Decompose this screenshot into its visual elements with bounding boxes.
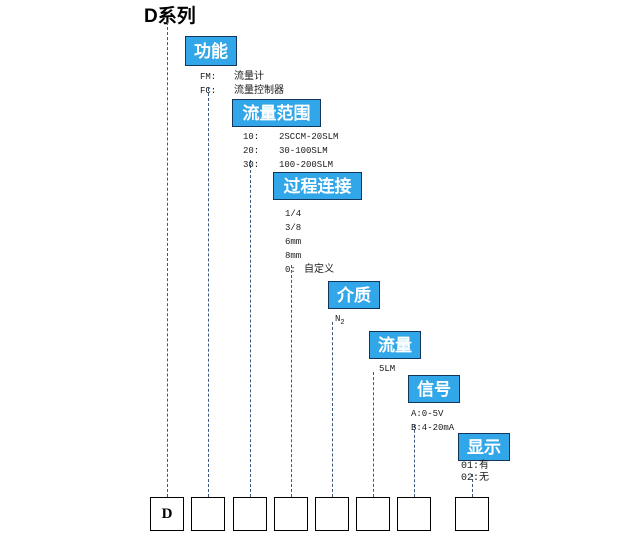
option-list-medium: N2 bbox=[335, 312, 345, 330]
option-code: FM: bbox=[200, 72, 217, 82]
option-list-process-connection: 1/4 3/8 6mm 8mm 0: 自定义 bbox=[285, 207, 334, 277]
option-list-flow-range: 10: 2SCCM-20SLM 20: 30-100SLM 30: 100-200SL… bbox=[243, 130, 338, 172]
option-list-signal: A:0-5V B:4-20mA bbox=[411, 407, 454, 435]
category-box-flow[interactable]: 流量 bbox=[369, 331, 421, 359]
category-box-display[interactable]: 显示 bbox=[458, 433, 510, 461]
category-box-flow-range[interactable]: 流量范围 bbox=[232, 99, 321, 127]
category-label-signal: 信号 bbox=[417, 379, 451, 399]
connector-line-5 bbox=[332, 322, 333, 497]
option-code: 20: bbox=[243, 146, 260, 156]
category-label-flow: 流量 bbox=[378, 335, 412, 355]
page-title: D系列 bbox=[144, 6, 196, 27]
connector-line-4 bbox=[291, 265, 292, 497]
option-code: 0: bbox=[285, 265, 296, 275]
option-desc: 流量控制器 bbox=[234, 85, 284, 96]
code-cell[interactable] bbox=[356, 497, 390, 531]
code-cell[interactable]: D bbox=[150, 497, 184, 531]
option-row: N2 bbox=[335, 312, 345, 330]
option-code: 01:有 bbox=[461, 461, 490, 472]
connector-line-2 bbox=[208, 88, 209, 497]
option-code: 30: bbox=[243, 160, 260, 170]
option-row: 0: 自定义 bbox=[285, 263, 334, 277]
option-desc: 30-100SLM bbox=[279, 146, 328, 156]
option-row: 20: 30-100SLM bbox=[243, 144, 338, 158]
category-label-process-connection: 过程连接 bbox=[283, 176, 352, 196]
connector-line-3 bbox=[250, 160, 251, 497]
option-row: 6mm bbox=[285, 235, 334, 249]
option-row: FM: 流量计 bbox=[200, 70, 284, 84]
option-code: 10: bbox=[243, 132, 260, 142]
option-row: 30: 100-200SLM bbox=[243, 158, 338, 172]
code-cell[interactable] bbox=[315, 497, 349, 531]
option-desc: 自定义 bbox=[304, 264, 334, 275]
category-label-flow-range: 流量范围 bbox=[242, 103, 311, 123]
category-label-medium: 介质 bbox=[337, 285, 371, 305]
option-row: 5LM bbox=[379, 362, 395, 376]
code-cell[interactable] bbox=[274, 497, 308, 531]
option-code: 5LM bbox=[379, 364, 396, 374]
category-box-process-connection[interactable]: 过程连接 bbox=[273, 172, 362, 200]
category-box-function[interactable]: 功能 bbox=[185, 36, 237, 66]
option-code: FC: bbox=[200, 86, 217, 96]
option-row: 8mm bbox=[285, 249, 334, 263]
code-cell[interactable] bbox=[233, 497, 267, 531]
option-row: 10: 2SCCM-20SLM bbox=[243, 130, 338, 144]
option-code: A:0-5V bbox=[411, 409, 444, 419]
category-label-display: 显示 bbox=[467, 437, 501, 457]
code-cell[interactable] bbox=[455, 497, 489, 531]
option-code: 1/4 bbox=[285, 209, 302, 219]
connector-line-6 bbox=[373, 372, 374, 497]
option-row: B:4-20mA bbox=[411, 421, 454, 435]
connector-line-8 bbox=[472, 474, 473, 497]
option-row: A:0-5V bbox=[411, 407, 454, 421]
option-desc: 2SCCM-20SLM bbox=[279, 132, 339, 142]
option-row: 01:有 bbox=[461, 461, 489, 473]
option-code: 6mm bbox=[285, 237, 302, 247]
option-list-display: 01:有 02:无 bbox=[461, 461, 489, 485]
option-list-function: FM: 流量计 FC: 流量控制器 bbox=[200, 70, 284, 98]
code-cell[interactable] bbox=[191, 497, 225, 531]
category-box-medium[interactable]: 介质 bbox=[328, 281, 380, 309]
option-row: FC: 流量控制器 bbox=[200, 84, 284, 98]
code-cell-value: D bbox=[161, 505, 173, 522]
category-box-signal[interactable]: 信号 bbox=[408, 375, 460, 403]
option-row: 02:无 bbox=[461, 473, 489, 485]
option-desc: 流量计 bbox=[234, 71, 264, 82]
option-desc: 100-200SLM bbox=[279, 160, 334, 170]
category-label-function: 功能 bbox=[194, 41, 228, 61]
option-row: 1/4 bbox=[285, 207, 334, 221]
option-code: N2 bbox=[335, 314, 345, 327]
option-list-flow: 5LM bbox=[379, 362, 395, 376]
option-code: B:4-20mA bbox=[411, 423, 455, 433]
option-code: 3/8 bbox=[285, 223, 302, 233]
connector-line-1 bbox=[167, 22, 168, 497]
option-code: 02:无 bbox=[461, 473, 490, 484]
code-cell[interactable] bbox=[397, 497, 431, 531]
option-row: 3/8 bbox=[285, 221, 334, 235]
option-code: 8mm bbox=[285, 251, 302, 261]
connector-line-7 bbox=[414, 425, 415, 497]
